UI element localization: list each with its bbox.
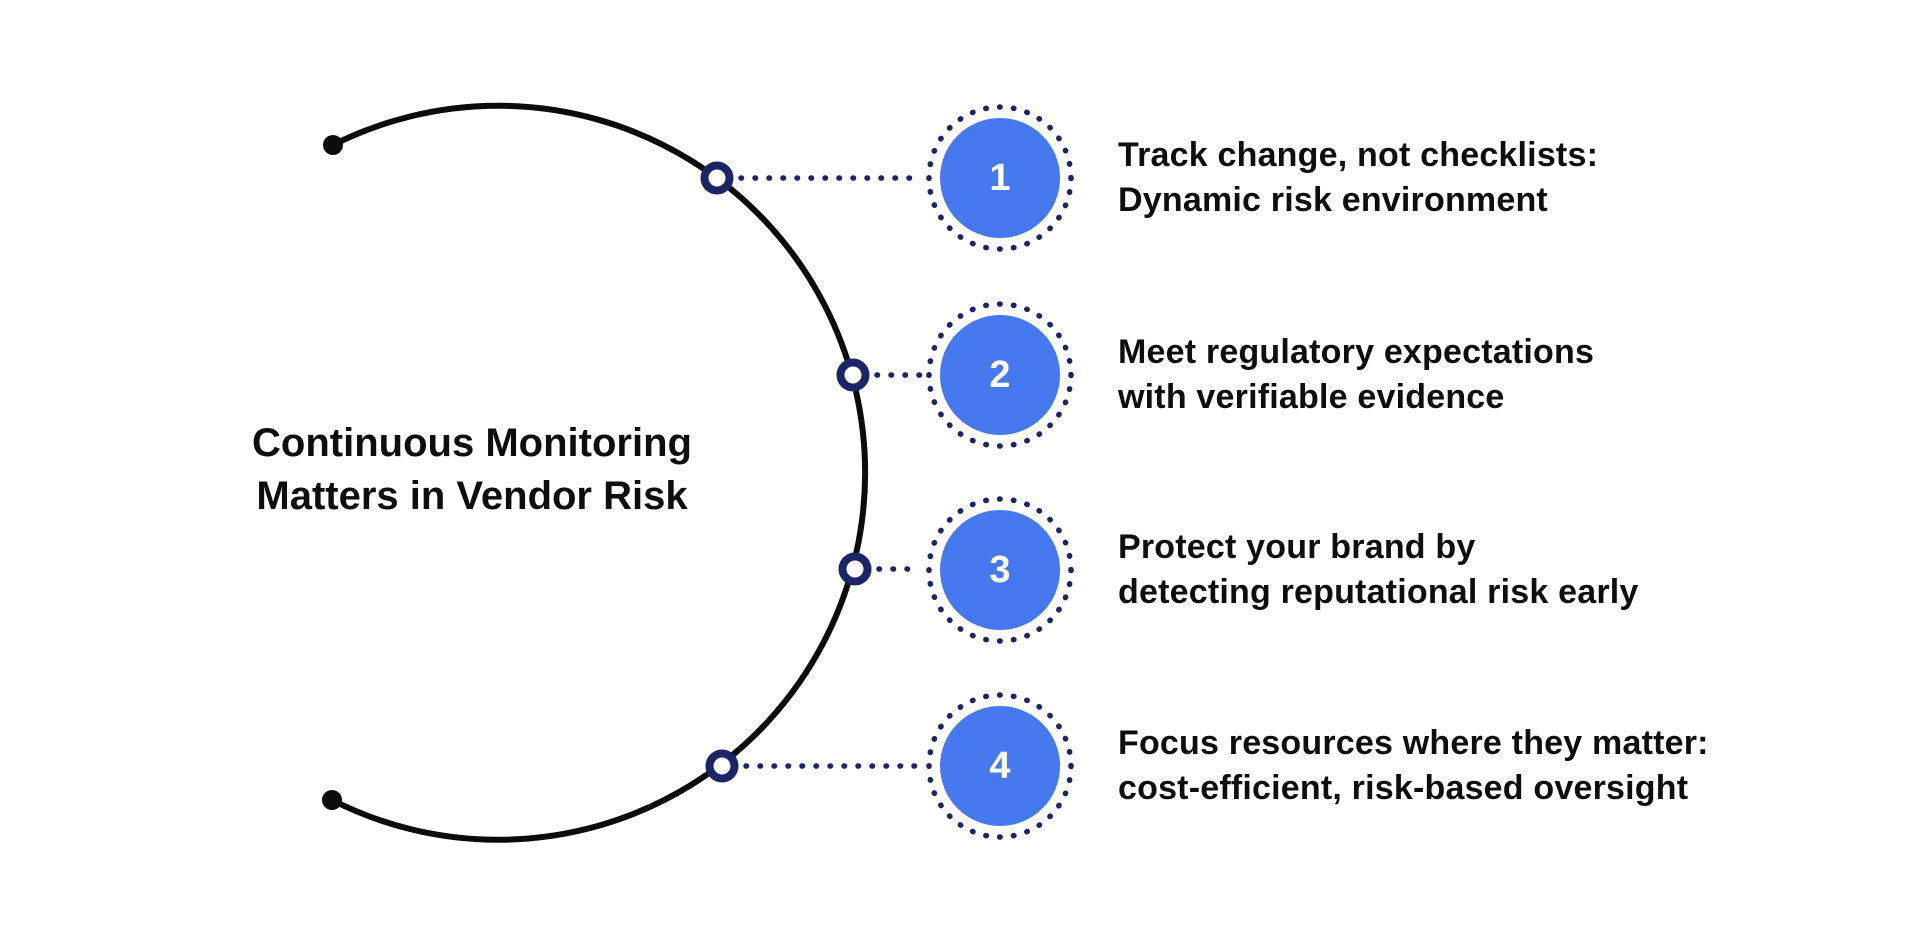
step-1-badge: 1 bbox=[940, 118, 1060, 238]
step-3-number: 3 bbox=[989, 548, 1011, 591]
step-1-description: Track change, not checklists: Dynamic ri… bbox=[1118, 136, 1599, 219]
step-3-badge: 3 bbox=[940, 510, 1060, 630]
node-marker-4 bbox=[705, 749, 739, 783]
diagram-title: Continuous Monitoring Matters in Vendor … bbox=[252, 421, 692, 518]
step-3-description: Protect your brand by detecting reputati… bbox=[1118, 528, 1639, 611]
arc-endpoint-dot-bottom bbox=[322, 790, 342, 810]
dotted-ring-4 bbox=[926, 692, 1074, 840]
dotted-ring-1 bbox=[926, 104, 1074, 252]
node-marker-2 bbox=[836, 358, 870, 392]
step-4-description: Focus resources where they matter: cost-… bbox=[1118, 724, 1709, 807]
step-2-number: 2 bbox=[989, 353, 1011, 396]
step-4-badge: 4 bbox=[940, 706, 1060, 826]
arc-curve bbox=[329, 102, 869, 843]
dotted-ring-3 bbox=[926, 496, 1074, 644]
step-1-number: 1 bbox=[989, 156, 1011, 199]
step-2-description: Meet regulatory expectations with verifi… bbox=[1118, 333, 1595, 416]
step-2-badge: 2 bbox=[940, 315, 1060, 435]
step-4-number: 4 bbox=[989, 744, 1011, 787]
dotted-ring-2 bbox=[926, 301, 1074, 449]
arc-endpoint-dot-top bbox=[323, 135, 343, 155]
node-marker-1 bbox=[700, 161, 734, 195]
node-marker-3 bbox=[838, 552, 872, 586]
